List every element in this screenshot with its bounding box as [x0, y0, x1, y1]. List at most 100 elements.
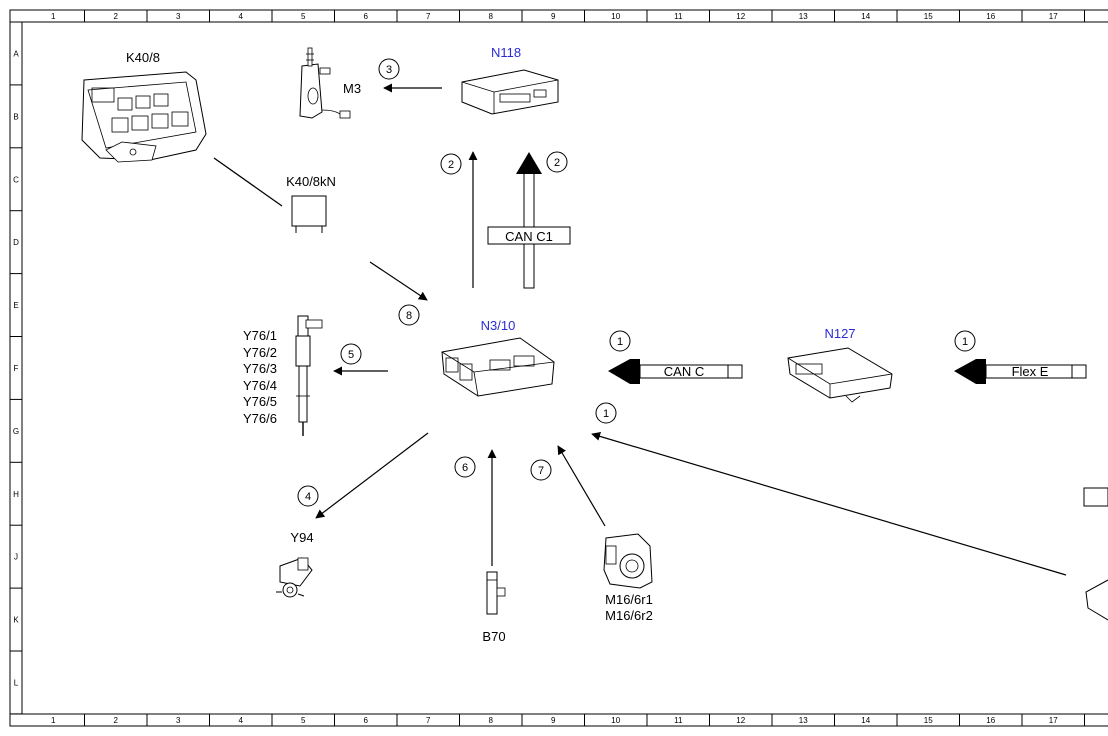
- label-y94: Y94: [290, 530, 313, 545]
- ruler-row-label: C: [13, 175, 19, 184]
- ruler-column-label: 16: [986, 12, 995, 21]
- ruler-column-label: 9: [551, 12, 556, 21]
- marker-4: 4: [297, 485, 319, 507]
- svg-text:6: 6: [462, 462, 468, 474]
- engine-control-unit-n3-10: N3/10: [441, 318, 555, 397]
- partial-component-box: [1083, 487, 1108, 507]
- svg-text:1: 1: [962, 336, 968, 348]
- label-can-c: CAN C: [664, 364, 704, 379]
- ruler-column-label: 5: [301, 12, 306, 21]
- label-y76-3: Y76/3: [243, 361, 277, 376]
- control-unit-n127: N127: [787, 326, 893, 403]
- bus-flex-e: Flex E: [954, 359, 1087, 384]
- svg-text:4: 4: [305, 491, 311, 503]
- marker-5: 5: [340, 343, 362, 365]
- marker-1-can-c: 1: [609, 330, 631, 352]
- ruler-column-label: 4: [239, 716, 244, 725]
- label-y76-5: Y76/5: [243, 394, 277, 409]
- svg-text:2: 2: [554, 157, 560, 169]
- ruler-column-label: 10: [611, 716, 620, 725]
- svg-text:2: 2: [448, 159, 454, 171]
- label-y76-2: Y76/2: [243, 345, 277, 360]
- ruler-column-label: 12: [736, 716, 745, 725]
- ruler-column-label: 15: [924, 12, 933, 21]
- marker-2: 2: [440, 153, 462, 175]
- arrow-m16-to-n3-10: [557, 445, 606, 527]
- ruler-column-label: 15: [924, 716, 933, 725]
- svg-text:8: 8: [406, 310, 412, 322]
- ruler-column-label: 14: [861, 716, 870, 725]
- label-b70: B70: [482, 629, 505, 644]
- ruler-column-label: 8: [489, 12, 494, 21]
- arrow-k40-8kn-to-n3-10: [369, 261, 428, 301]
- ruler-row-label: E: [13, 301, 18, 310]
- fuel-pump-m3: M3: [299, 47, 361, 119]
- svg-text:1: 1: [617, 336, 623, 348]
- marker-6: 6: [454, 456, 476, 478]
- ruler-row-label: H: [13, 490, 19, 499]
- marker-7: 7: [530, 459, 552, 481]
- label-flex-e: Flex E: [1012, 364, 1049, 379]
- arrow-lower-right-to-n3-10: [591, 431, 1067, 576]
- marker-8: 8: [398, 304, 420, 326]
- svg-text:5: 5: [348, 349, 354, 361]
- ruler-column-label: 7: [426, 12, 431, 21]
- svg-text:7: 7: [538, 465, 544, 477]
- drawing-frame: [9, 9, 1108, 727]
- arrow-n3-10-to-y94: [315, 432, 429, 519]
- sensor-b70: B70: [482, 571, 506, 644]
- ruler-column-label: 13: [799, 12, 808, 21]
- ruler-column-label: 1: [51, 716, 56, 725]
- ruler-column-label: 2: [114, 716, 119, 725]
- valve-y94: Y94: [276, 530, 314, 598]
- ruler-column-label: 17: [1049, 12, 1058, 21]
- ruler-column-label: 11: [674, 12, 683, 21]
- marker-3: 3: [378, 58, 400, 80]
- label-m16-6r1: M16/6r1: [605, 592, 653, 607]
- ruler-column-label: 5: [301, 716, 306, 725]
- ruler-column-label: 2: [114, 12, 119, 21]
- k40-8-connector-line: [213, 157, 283, 207]
- ruler-column-label: 17: [1049, 716, 1058, 725]
- label-n127: N127: [824, 326, 855, 341]
- ruler-column-label: 4: [239, 12, 244, 21]
- marker-1-flex-e: 1: [954, 330, 976, 352]
- svg-text:1: 1: [603, 408, 609, 420]
- ruler-column-label: 12: [736, 12, 745, 21]
- label-k40-8: K40/8: [126, 50, 160, 65]
- ruler-row-label: F: [14, 364, 19, 373]
- label-n118: N118: [491, 45, 521, 60]
- control-unit-n118: N118: [461, 45, 559, 115]
- bus-can-c: CAN C: [608, 359, 743, 384]
- bus-can-c1: CAN C1: [487, 152, 571, 289]
- label-can-c1: CAN C1: [505, 229, 553, 244]
- label-m16-6r2: M16/6r2: [605, 608, 653, 623]
- throttle-actuator-m16: M16/6r1 M16/6r2: [603, 533, 653, 623]
- ruler-row-label: L: [14, 678, 19, 687]
- label-y76-4: Y76/4: [243, 378, 277, 393]
- ruler-column-label: 6: [364, 12, 369, 21]
- ruler-row-label: D: [13, 238, 19, 247]
- ruler-row-label: J: [14, 553, 18, 562]
- label-y76-1: Y76/1: [243, 328, 277, 343]
- ruler-column-label: 7: [426, 716, 431, 725]
- ruler-column-label: 1: [51, 12, 56, 21]
- ruler-row-label: A: [13, 49, 19, 58]
- partial-component-shape: [1085, 579, 1108, 621]
- label-m3: M3: [343, 81, 361, 96]
- label-n3-10: N3/10: [481, 318, 516, 333]
- ruler-column-label: 8: [489, 716, 494, 725]
- fuse-relay-module-k40-8: K40/8: [81, 50, 207, 163]
- ruler-column-label: 16: [986, 716, 995, 725]
- ruler-row-label: B: [13, 112, 18, 121]
- ruler-column-label: 11: [674, 716, 683, 725]
- label-y76-6: Y76/6: [243, 411, 277, 426]
- ruler-column-label: 9: [551, 716, 556, 725]
- ruler-column-label: 3: [176, 716, 181, 725]
- relay-k40-8kn: K40/8kN: [286, 174, 336, 233]
- ruler-column-label: 6: [364, 716, 369, 725]
